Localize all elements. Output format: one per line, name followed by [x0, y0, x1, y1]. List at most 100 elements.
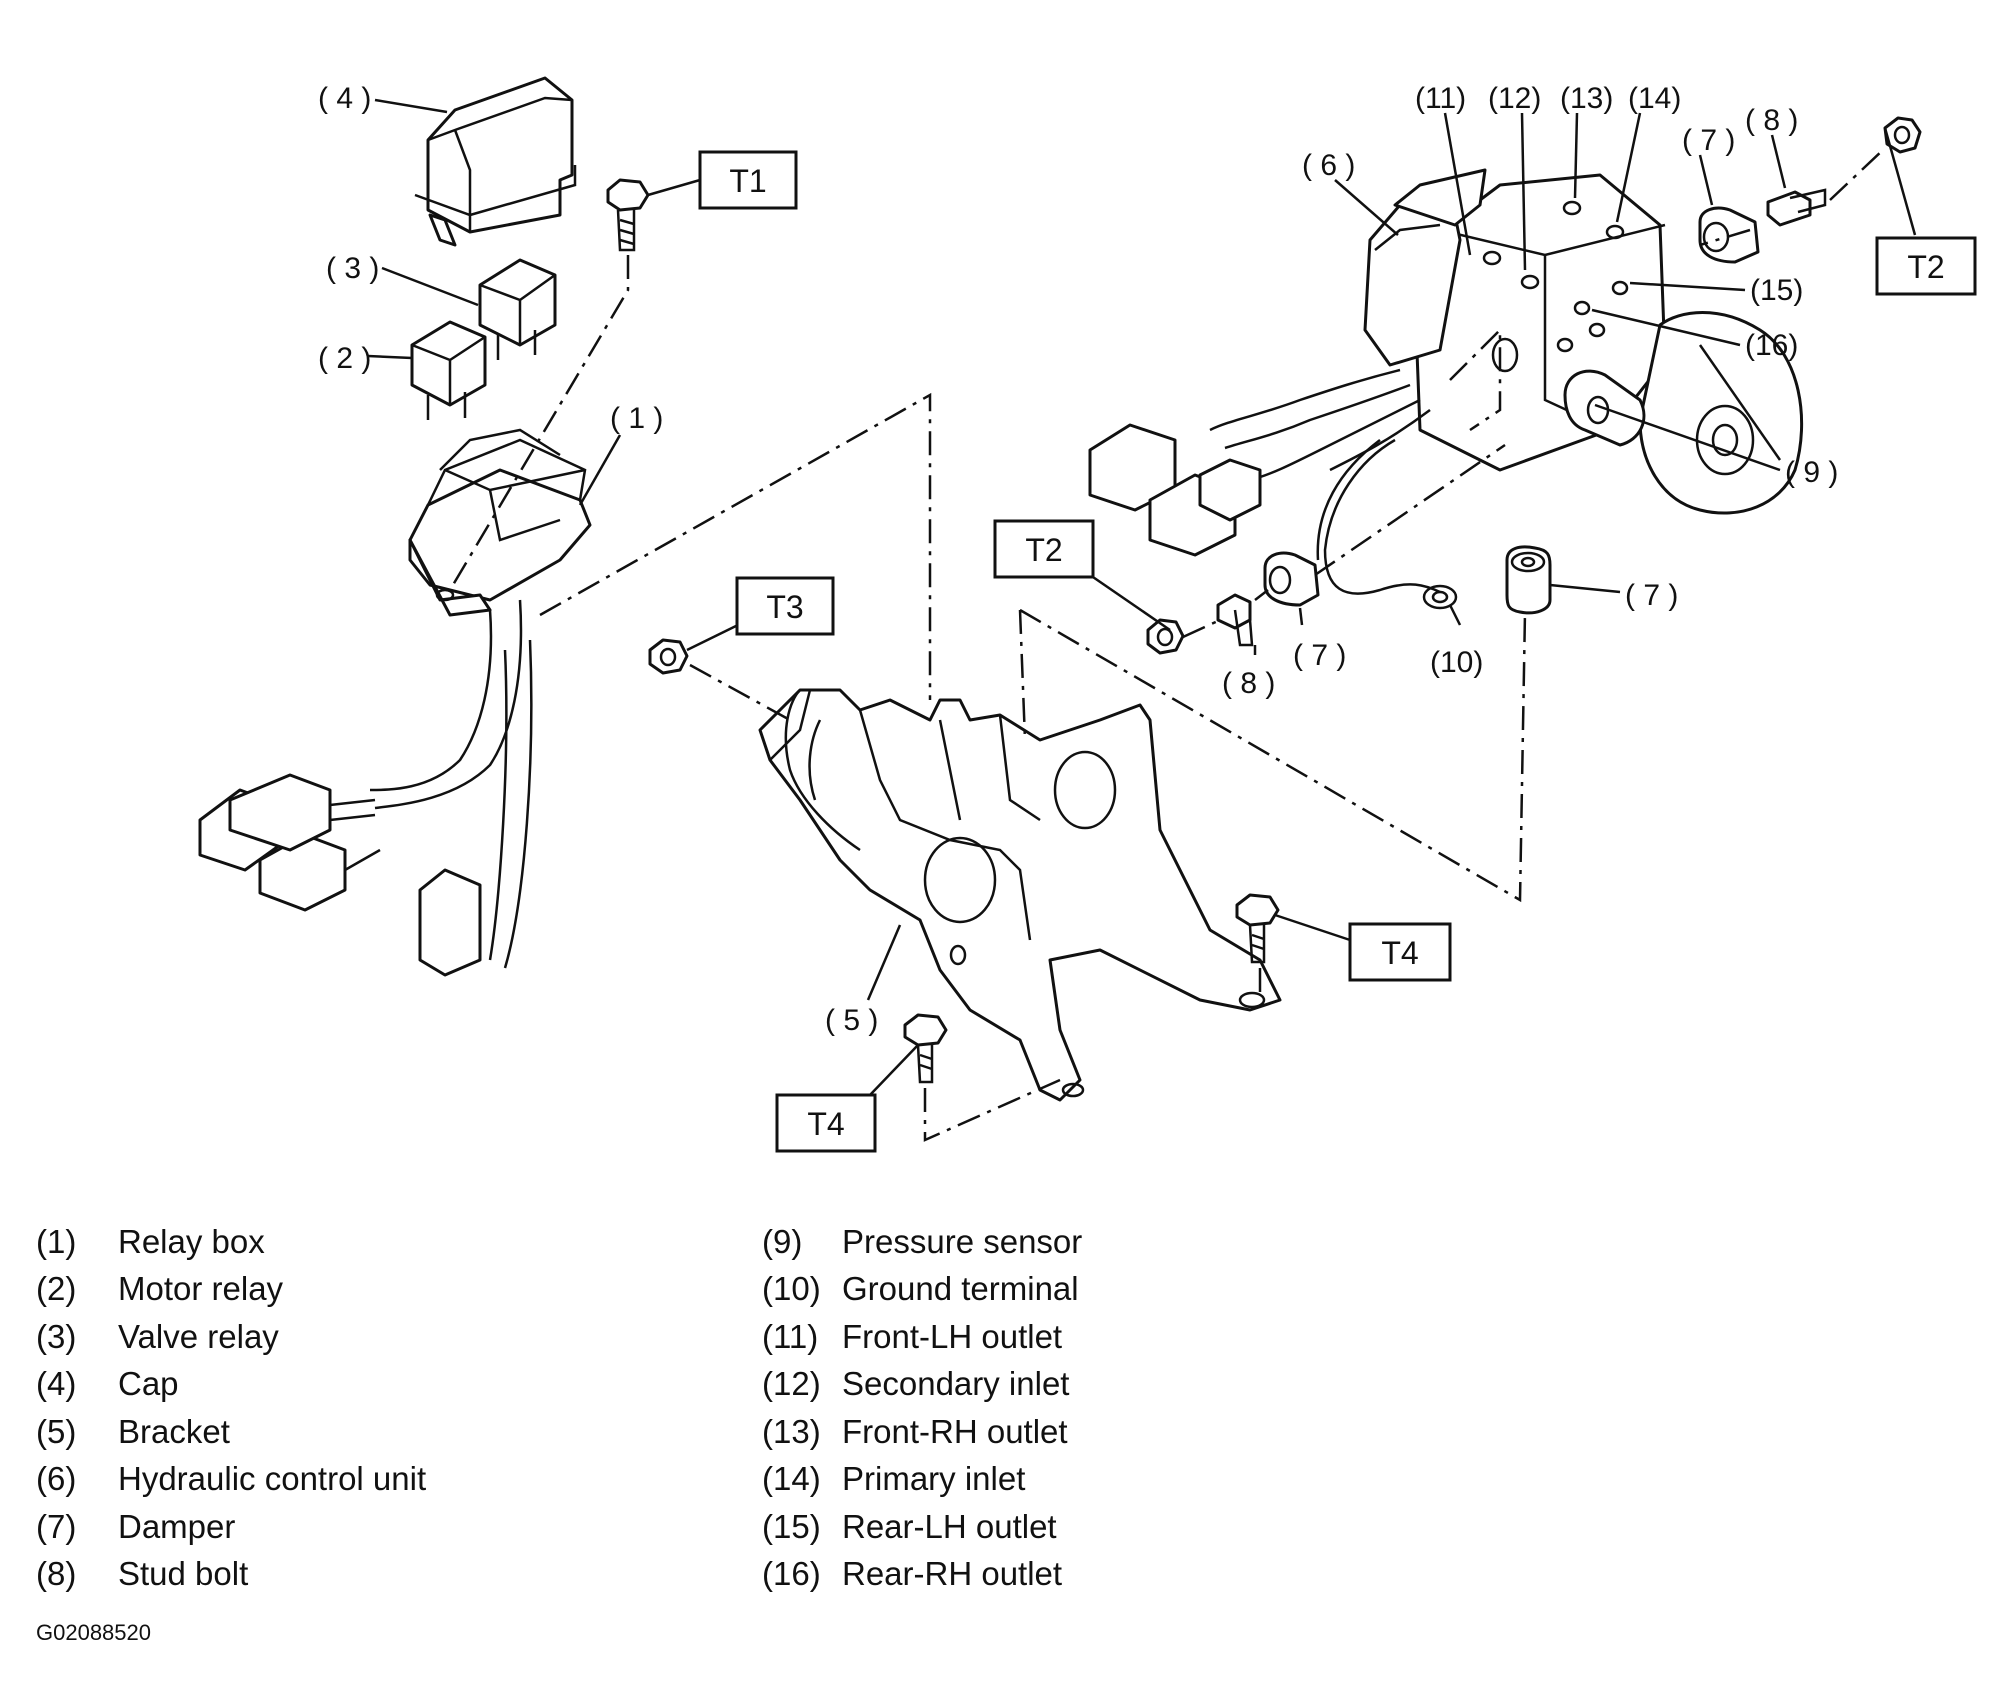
- legend-num: (11): [762, 1317, 819, 1355]
- svg-text:T3: T3: [766, 589, 803, 625]
- legend-num: (3): [36, 1317, 77, 1355]
- callout-4: ( 4 ): [318, 82, 371, 115]
- callout-8-upper: ( 8 ): [1745, 104, 1798, 137]
- legend-label: Rear-RH outlet: [842, 1555, 1063, 1593]
- legend-label: Secondary inlet: [842, 1365, 1070, 1403]
- torque-box-t4-left: T4: [775, 1093, 877, 1153]
- legend-item: (13) Front-RH outlet: [762, 1408, 1082, 1456]
- relay-harness: [198, 599, 533, 977]
- svg-text:T4: T4: [807, 1106, 844, 1142]
- nut-lower-center: [1146, 618, 1185, 655]
- motor-relay: [410, 320, 487, 420]
- legend-num: (2): [36, 1270, 77, 1308]
- legend-num: (9): [762, 1222, 803, 1260]
- torque-box-t2-center: T2: [993, 519, 1095, 579]
- legend-num: (10): [762, 1270, 821, 1308]
- nut-t3: [648, 638, 689, 675]
- legend-column-left: (1) Relay box (2)Motor relay (3) Valve rel…: [36, 1218, 426, 1598]
- callout-7-upper: ( 7 ): [1682, 124, 1735, 157]
- valve-relay: [478, 258, 557, 360]
- leader-lines: [367, 98, 1917, 1096]
- svg-text:T2: T2: [1907, 249, 1944, 285]
- legend-num: (14): [762, 1460, 821, 1498]
- callout-12: (12): [1488, 82, 1541, 115]
- legend-item: (14)Primary inlet: [762, 1456, 1082, 1504]
- stud-bolt-lower-center: [1216, 593, 1254, 647]
- legend-label: Ground terminal: [842, 1270, 1079, 1308]
- callout-16: (16): [1745, 329, 1798, 362]
- parts-legend: (1) Relay box (2)Motor relay (3) Valve rel…: [36, 1218, 1336, 1638]
- svg-text:T2: T2: [1025, 532, 1062, 568]
- legend-label: Rear-LH outlet: [842, 1507, 1057, 1545]
- torque-box-t4-right: T4: [1348, 922, 1452, 982]
- svg-text:T1: T1: [729, 163, 766, 199]
- legend-num: (12): [762, 1365, 821, 1403]
- legend-column-right: (9)Pressure sensor (10) Ground terminal (…: [762, 1218, 1082, 1598]
- legend-label: Hydraulic control unit: [118, 1460, 427, 1498]
- callout-15: (15): [1750, 274, 1803, 307]
- damper-lower-center: [1263, 551, 1320, 607]
- stud-bolt-upper-right: [1766, 188, 1827, 227]
- alignment-lines: [448, 147, 1886, 1142]
- legend-item: (4) Cap: [36, 1361, 426, 1409]
- legend-item: (2)Motor relay: [36, 1266, 426, 1314]
- figure-code: G02088520: [36, 1620, 151, 1645]
- legend-item: (1) Relay box: [36, 1218, 426, 1266]
- legend-num: (16): [762, 1555, 821, 1593]
- legend-item: (8) Stud bolt: [36, 1551, 426, 1599]
- callout-2: ( 2 ): [318, 342, 371, 375]
- ground-terminal: [1422, 584, 1458, 610]
- legend-item: (7) Damper: [36, 1503, 426, 1551]
- legend-item: (12) Secondary inlet: [762, 1361, 1082, 1409]
- torque-box-t3: T3: [735, 576, 835, 636]
- callout-7-lower-right: ( 7 ): [1625, 579, 1678, 612]
- bracket: [758, 688, 1282, 1102]
- callout-1: ( 1 ): [610, 402, 663, 435]
- relay-box: [408, 428, 592, 617]
- callout-7-lower-center: ( 7 ): [1293, 639, 1346, 672]
- legend-item: (6) Hydraulic control unit: [36, 1456, 426, 1504]
- legend-num: (5): [36, 1412, 77, 1450]
- legend-label: Stud bolt: [118, 1555, 249, 1593]
- callout-3: ( 3 ): [326, 252, 379, 285]
- callout-8-lower: ( 8 ): [1222, 667, 1275, 700]
- relay-cap: [414, 76, 577, 247]
- legend-label: Front-RH outlet: [842, 1412, 1068, 1450]
- callouts: ( 4 ) ( 3 ) ( 2 ) ( 1 ) ( 5 ) ( 6 ) (11)…: [318, 82, 1838, 1037]
- bolt-t1: [606, 178, 650, 252]
- hcu-harness: [1088, 368, 1441, 595]
- callout-9: ( 9 ): [1785, 456, 1838, 489]
- legend-num: (13): [762, 1412, 821, 1450]
- legend-num: (7): [36, 1507, 77, 1545]
- legend-label: Damper: [118, 1507, 236, 1545]
- legend-label: Relay box: [118, 1222, 265, 1260]
- callout-10: (10): [1430, 646, 1483, 679]
- legend-num: (6): [36, 1460, 77, 1498]
- callout-6: ( 6 ): [1302, 149, 1355, 182]
- callout-5: ( 5 ): [825, 1004, 878, 1037]
- callout-14: (14): [1628, 82, 1681, 115]
- legend-item: (16) Rear-RH outlet: [762, 1551, 1082, 1599]
- legend-item: (15) Rear-LH outlet: [762, 1503, 1082, 1551]
- bolt-t4-left: [903, 1013, 948, 1084]
- legend-label: Cap: [118, 1365, 179, 1403]
- legend-num: (8): [36, 1555, 77, 1593]
- svg-text:T4: T4: [1381, 935, 1418, 971]
- torque-box-t2-right: T2: [1875, 236, 1977, 296]
- bolt-t4-right: [1235, 893, 1280, 964]
- legend-num: (1): [36, 1222, 77, 1260]
- legend-label: Valve relay: [118, 1317, 279, 1355]
- legend-item: (3) Valve relay: [36, 1313, 426, 1361]
- damper-lower-right: [1505, 545, 1552, 615]
- legend-num: (4): [36, 1365, 77, 1403]
- legend-num: (15): [762, 1507, 821, 1545]
- legend-item: (5) Bracket: [36, 1408, 426, 1456]
- callout-11: (11): [1415, 82, 1466, 115]
- torque-box-t1: T1: [698, 150, 798, 210]
- legend-label: Bracket: [118, 1412, 230, 1450]
- legend-item: (9)Pressure sensor: [762, 1218, 1082, 1266]
- callout-13: (13): [1560, 82, 1613, 115]
- legend-item: (10) Ground terminal: [762, 1266, 1082, 1314]
- legend-label: Front-LH outlet: [842, 1317, 1063, 1355]
